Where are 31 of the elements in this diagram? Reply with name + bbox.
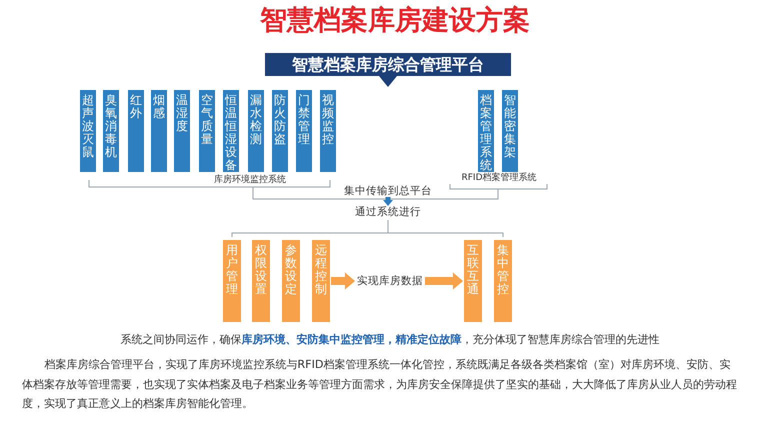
function-box: 参数设定 bbox=[282, 240, 300, 322]
page-title: 智慧档案库房建设方案 bbox=[258, 5, 531, 37]
module-box: 智能密集架 bbox=[502, 90, 518, 172]
function-box: 集中管控 bbox=[494, 240, 512, 322]
function-box: 互联互通 bbox=[464, 240, 482, 322]
module-box: 恒温恒湿设备 bbox=[223, 90, 239, 172]
description-paragraph: 档案库房综合管理平台，实现了库房环境监控系统与RFID档案管理系统一体化管控，系统既满足各级各类档案馆（室）对库房环境、安防、实体档案存放等管理需要，也实现了实体档案及电子档案业务等管理方面需求，为库房安全保障提供了坚实的基础，大大降低了库房从业人员的劳动程度，实现了真正意义上的档案库房智能化管理。 bbox=[22, 357, 738, 412]
arrow bbox=[425, 272, 463, 290]
bracket-label: RFID档案管理系统 bbox=[460, 173, 538, 184]
module-box: 空气质量 bbox=[199, 90, 215, 172]
step-label: 通过系统进行 bbox=[348, 206, 428, 218]
arrow bbox=[331, 272, 355, 290]
step-label: 集中传输到总平台 bbox=[340, 185, 436, 197]
module-box: 红外 bbox=[128, 90, 144, 172]
module-box: 超声波灭鼠 bbox=[80, 90, 96, 172]
module-box: 漏水检测 bbox=[248, 90, 264, 172]
summary-sentence: 系统之间协同运作，确保库房环境、安防集中监控管理，精准定位故障，充分体现了智慧库房综合管理的先进性 bbox=[120, 332, 660, 347]
bracket-label: 库房环境监控系统 bbox=[213, 175, 287, 186]
module-box: 防火防盗 bbox=[272, 90, 288, 172]
module-box: 温湿度 bbox=[174, 90, 190, 172]
title-banner: 智慧档案库房综合管理平台 bbox=[265, 53, 511, 87]
module-box: 门禁管理 bbox=[296, 90, 312, 172]
module-box: 档案管理系统 bbox=[478, 90, 494, 172]
module-box: 视频监控 bbox=[320, 90, 336, 172]
module-box: 烟感 bbox=[151, 90, 167, 172]
step-label: 实现库房数据 bbox=[356, 275, 424, 287]
function-box: 远程控制 bbox=[312, 240, 330, 322]
function-box: 权限设置 bbox=[252, 240, 270, 322]
module-box: 臭氧消毒机 bbox=[103, 90, 119, 172]
arrow bbox=[383, 197, 393, 206]
function-box: 用户管理 bbox=[223, 240, 241, 322]
